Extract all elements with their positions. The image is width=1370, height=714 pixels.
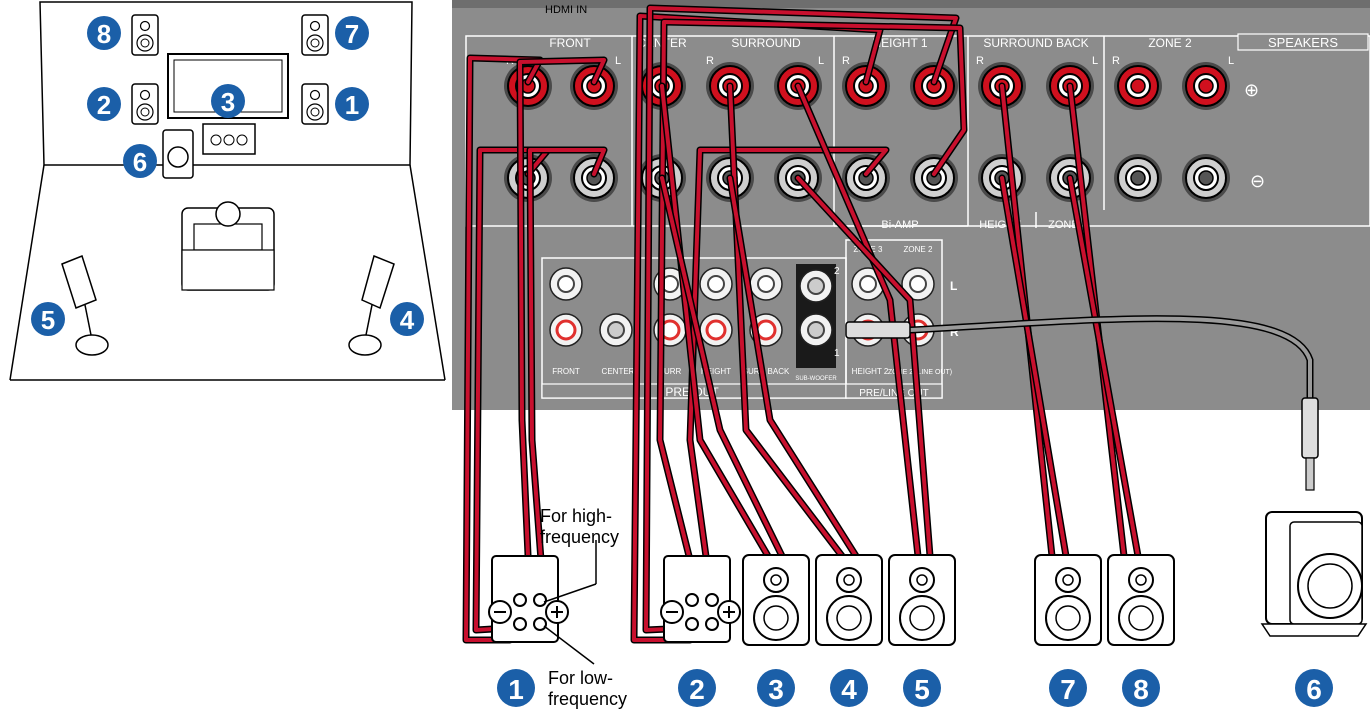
group-height1-label: HEIGHT 1 [872, 36, 927, 50]
room-badge-5: 5 [31, 302, 65, 336]
svg-text:CENTER: CENTER [602, 367, 635, 376]
svg-text:4: 4 [400, 305, 415, 335]
svg-text:HEIGHT 2: HEIGHT 2 [852, 367, 889, 376]
speaker-1-bi-amp [488, 555, 569, 643]
badge-3: 3 [757, 669, 795, 707]
svg-text:R: R [950, 325, 959, 339]
subwoofer-mini [162, 129, 194, 179]
sub-num-2: 2 [834, 266, 840, 277]
pre-line-out-title: PRE/LINE OUT [859, 388, 928, 399]
speaker-1-mini [301, 83, 329, 125]
svg-text:R: R [1112, 55, 1120, 67]
svg-text:L: L [1092, 55, 1098, 67]
surround-left-speaker [61, 255, 109, 356]
svg-text:4: 4 [841, 674, 857, 705]
svg-text:2: 2 [97, 90, 111, 120]
high-frequency-annotation: For high- frequency [540, 506, 619, 603]
svg-text:frequency: frequency [540, 527, 619, 547]
badge-5: 5 [903, 669, 941, 707]
badge-1: 1 [497, 669, 535, 707]
subwoofer [1260, 511, 1368, 637]
speaker-4 [815, 554, 883, 646]
room-badge-6: 6 [123, 144, 157, 178]
speaker-8 [1107, 554, 1175, 646]
badge-8: 8 [1122, 669, 1160, 707]
bi-amp-label: Bi-AMP [881, 219, 918, 231]
svg-text:R: R [842, 55, 850, 67]
svg-text:5: 5 [41, 305, 55, 335]
svg-text:R: R [706, 55, 714, 67]
speaker-2-bi-amp [660, 555, 741, 643]
room-badge-7: 7 [335, 16, 369, 50]
speaker-5 [888, 554, 956, 646]
svg-text:HEIGHT: HEIGHT [701, 367, 731, 376]
room-badge-1: 1 [335, 87, 369, 121]
room-layout: 8 7 2 3 1 6 5 4 [9, 1, 446, 381]
svg-text:L: L [1228, 55, 1234, 67]
group-surround-back-label: SURROUND BACK [983, 36, 1088, 50]
svg-text:L: L [615, 55, 621, 67]
svg-text:7: 7 [345, 19, 359, 49]
badge-2: 2 [678, 669, 716, 707]
low-frequency-annotation: For low- frequency [543, 625, 627, 709]
speaker-7-mini [301, 14, 329, 56]
svg-text:3: 3 [768, 674, 784, 705]
speaker-8-mini [131, 14, 159, 56]
svg-text:frequency: frequency [548, 689, 627, 709]
svg-text:6: 6 [1306, 674, 1322, 705]
surround-right-speaker [348, 254, 395, 356]
room-badge-8: 8 [87, 16, 121, 50]
badge-7: 7 [1049, 669, 1087, 707]
svg-text:8: 8 [97, 19, 111, 49]
svg-text:1: 1 [345, 90, 359, 120]
subwoofer-cable [845, 315, 1319, 491]
plus-symbol: ⊕ [1244, 80, 1259, 100]
svg-text:5: 5 [914, 674, 930, 705]
badge-4: 4 [830, 669, 868, 707]
svg-text:L: L [950, 279, 957, 293]
svg-text:R: R [976, 55, 984, 67]
hdmi-in-label: HDMI IN [545, 4, 587, 16]
svg-text:SURR: SURR [659, 367, 682, 376]
svg-text:SUB‑WOOFER: SUB‑WOOFER [795, 376, 837, 382]
speaker-3 [742, 554, 810, 646]
svg-text:2: 2 [689, 674, 705, 705]
badge-6: 6 [1295, 669, 1333, 707]
center-speaker-mini [202, 123, 256, 155]
svg-text:3: 3 [221, 87, 235, 117]
speaker-7 [1034, 554, 1102, 646]
svg-text:For low-: For low- [548, 668, 613, 688]
svg-text:For high-: For high- [540, 506, 612, 526]
svg-text:L: L [818, 55, 824, 67]
group-zone2-label: ZONE 2 [1148, 36, 1192, 50]
svg-text:ZONE 2 (LINE OUT): ZONE 2 (LINE OUT) [888, 369, 952, 376]
group-front-label: FRONT [549, 36, 591, 50]
speakers-title: SPEAKERS [1268, 35, 1338, 50]
group-surround-label: SURROUND [731, 36, 801, 50]
room-badge-4: 4 [390, 302, 424, 336]
room-badge-2: 2 [87, 87, 121, 121]
svg-text:ZONE 2: ZONE 2 [904, 245, 933, 254]
svg-text:6: 6 [133, 147, 147, 177]
sofa [181, 201, 275, 291]
svg-text:SURR BACK: SURR BACK [743, 367, 790, 376]
svg-text:FRONT: FRONT [552, 367, 580, 376]
minus-symbol: ⊖ [1250, 171, 1265, 191]
svg-text:8: 8 [1133, 674, 1149, 705]
sub-num-1: 1 [834, 348, 840, 359]
svg-text:1: 1 [508, 674, 524, 705]
speaker-2-mini [131, 83, 159, 125]
room-badge-3: 3 [211, 84, 245, 118]
svg-text:7: 7 [1060, 674, 1076, 705]
